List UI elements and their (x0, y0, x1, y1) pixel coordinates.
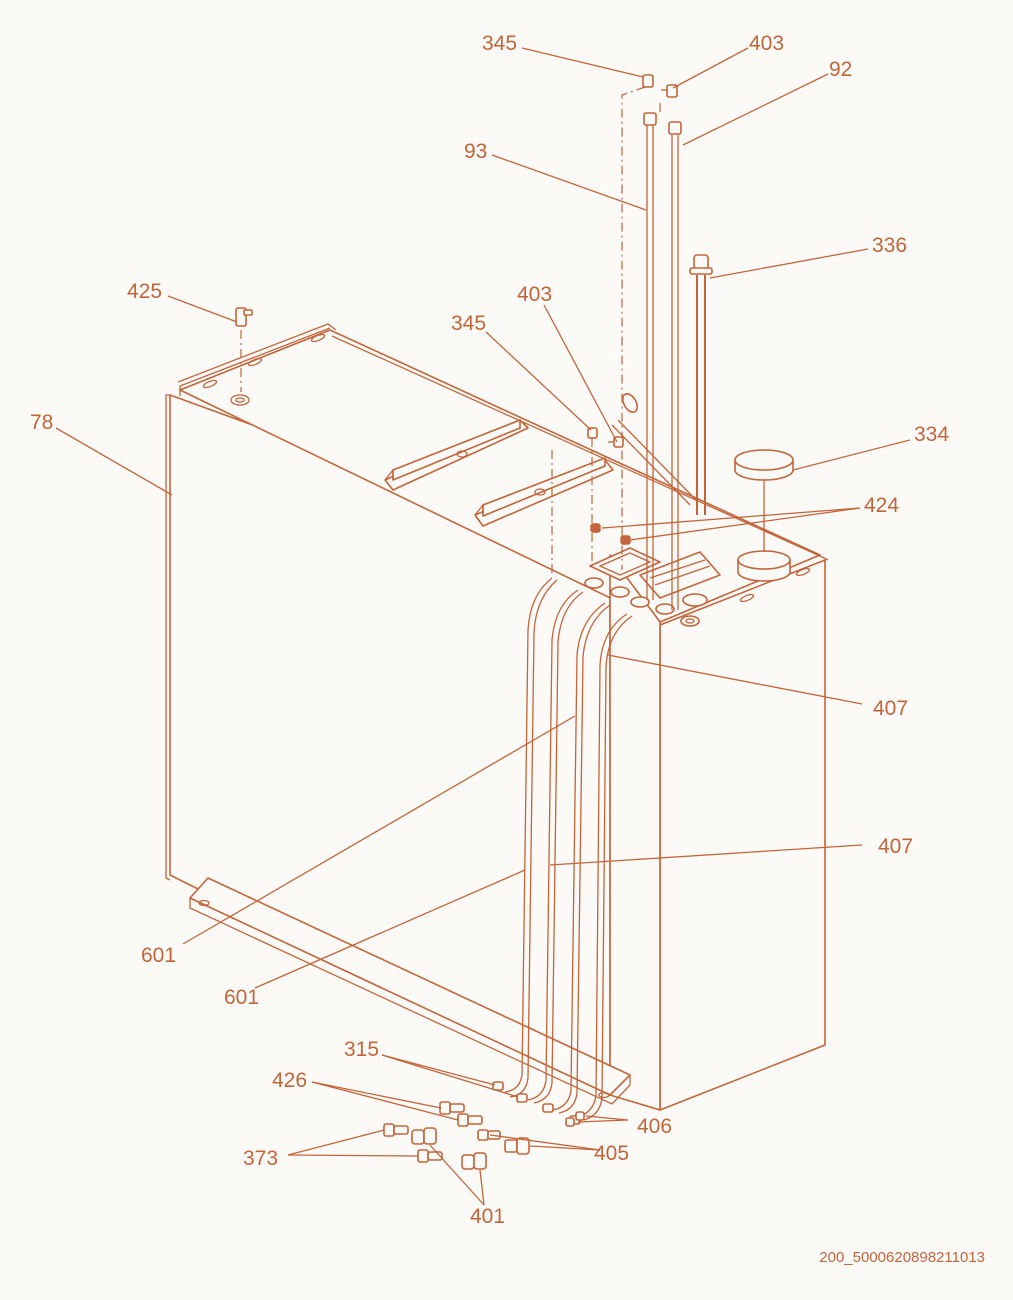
down-pipes (504, 577, 633, 1121)
callout-403-mid: 403 (517, 283, 552, 306)
callout-334: 334 (914, 423, 949, 446)
callout-315: 315 (344, 1038, 379, 1061)
callout-336: 336 (872, 234, 907, 257)
callout-92: 92 (829, 58, 852, 81)
callout-401: 401 (470, 1205, 505, 1228)
callout-425: 425 (127, 280, 162, 303)
probe-336 (611, 254, 713, 515)
tank-body (165, 323, 829, 1111)
callout-601-b: 601 (224, 986, 259, 1009)
callout-601-a: 601 (141, 944, 176, 967)
top-bracket-rear (384, 419, 529, 491)
callout-345-mid: 345 (451, 312, 486, 335)
callout-93: 93 (464, 140, 487, 163)
callout-426: 426 (272, 1069, 307, 1092)
valve-425 (235, 307, 253, 392)
bottom-fittings (383, 1081, 585, 1170)
callout-405: 405 (594, 1142, 629, 1165)
callout-78: 78 (30, 411, 53, 434)
callout-403-top: 403 (749, 32, 784, 55)
long-tubes-92-93 (551, 74, 682, 610)
drawing-code: 200_5000620898211013 (819, 1249, 985, 1266)
callout-373: 373 (243, 1147, 278, 1170)
callout-406: 406 (637, 1115, 672, 1138)
callout-407-a: 407 (873, 697, 908, 720)
cap-334 (734, 449, 794, 552)
callout-345-top: 345 (482, 32, 517, 55)
top-bracket-front (474, 457, 614, 527)
callout-407-b: 407 (878, 835, 913, 858)
leader-lines (55, 47, 911, 1206)
callout-424: 424 (864, 494, 899, 517)
